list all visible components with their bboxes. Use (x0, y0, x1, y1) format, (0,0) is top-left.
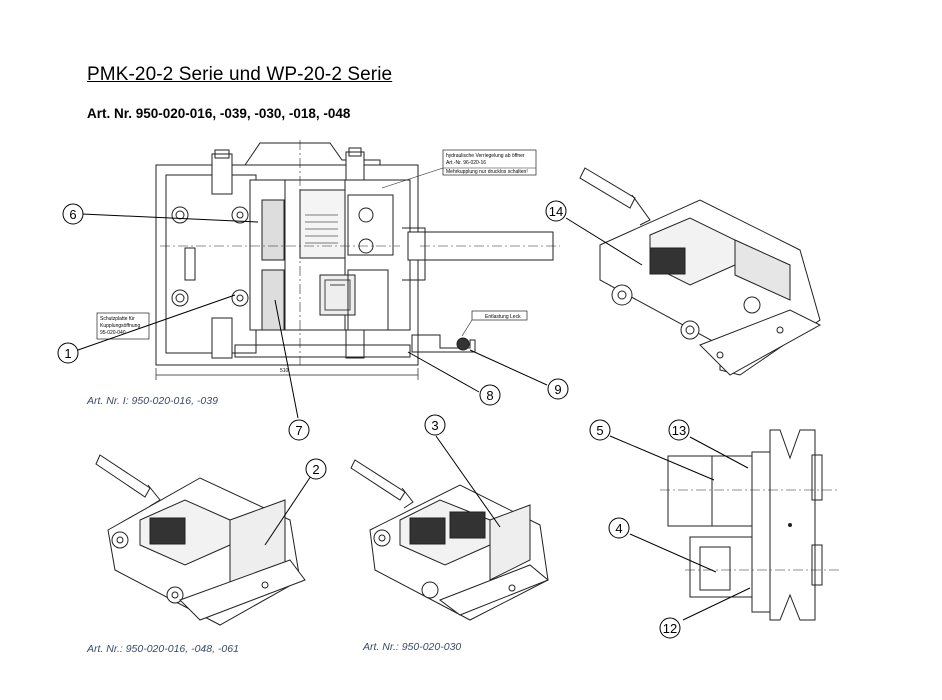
leader-5 (609, 435, 715, 481)
callout-4: 4 (615, 521, 622, 536)
leader-6 (81, 213, 259, 223)
callout-12: 12 (663, 621, 677, 636)
leader-13 (689, 436, 749, 469)
note-leak: Entlastung Leck (485, 314, 521, 320)
leader-14 (565, 217, 643, 266)
iso-view-top-right (579, 167, 822, 376)
note-protection-2: Kupplungsöffnung (100, 323, 140, 329)
callout-1: 1 (64, 346, 71, 361)
callout-3-circle (424, 414, 446, 436)
caption-left-view: Art. Nr.: 950-020-016, -048, -061 (87, 643, 239, 655)
callout-9: 9 (554, 382, 561, 397)
callout-13-circle (668, 419, 690, 441)
article-numbers-heading: Art. Nr. 950-020-016, -039, -030, -018, … (87, 106, 351, 121)
leader-9 (469, 349, 548, 386)
leader-2 (264, 475, 312, 546)
iso-view-bottom-left (95, 454, 306, 626)
note-article: Art.-Nr. 96-020-16 (446, 160, 486, 166)
callout-4-circle (608, 517, 630, 539)
main-technical-drawing (96, 140, 560, 380)
side-view-bottom-right (660, 429, 840, 621)
callout-2-circle (305, 458, 327, 480)
note-protection-1: Schutzplatte für (100, 316, 135, 322)
callout-6-circle (62, 203, 84, 225)
callout-3: 3 (431, 418, 438, 433)
callout-5: 5 (596, 423, 603, 438)
callout-1-circle (57, 342, 79, 364)
callout-7-circle (288, 419, 310, 441)
note-protection-3: 95-020-040 (100, 330, 126, 336)
callout-2: 2 (312, 462, 319, 477)
callout-8: 8 (486, 388, 493, 403)
leader-1 (77, 294, 236, 351)
callout-12-circle (659, 617, 681, 639)
leader-7 (274, 299, 299, 419)
note-warning: Mehrkupplung nur drucklos schalten! (446, 169, 528, 175)
note-hydraulic: hydraulische Verriegelung ab öffner (446, 153, 525, 159)
leader-8 (407, 351, 480, 393)
dimension-label: 510 (280, 368, 289, 374)
callout-14: 14 (549, 204, 563, 219)
leader-3 (435, 435, 501, 528)
callout-9-circle (547, 378, 569, 400)
callout-13: 13 (672, 423, 686, 438)
callout-7: 7 (295, 423, 302, 438)
callout-6: 6 (69, 207, 76, 222)
iso-view-bottom-middle (350, 459, 549, 621)
leader-12 (682, 587, 751, 621)
leader-4 (629, 533, 717, 573)
callout-5-circle (589, 419, 611, 441)
caption-main-drawing: Art. Nr. I: 950-020-016, -039 (87, 395, 218, 407)
callout-8-circle (479, 384, 501, 406)
page-title: PMK-20-2 Serie und WP-20-2 Serie (87, 64, 393, 85)
callout-14-circle (545, 200, 567, 222)
caption-middle-view: Art. Nr.: 950-020-030 (363, 641, 462, 653)
